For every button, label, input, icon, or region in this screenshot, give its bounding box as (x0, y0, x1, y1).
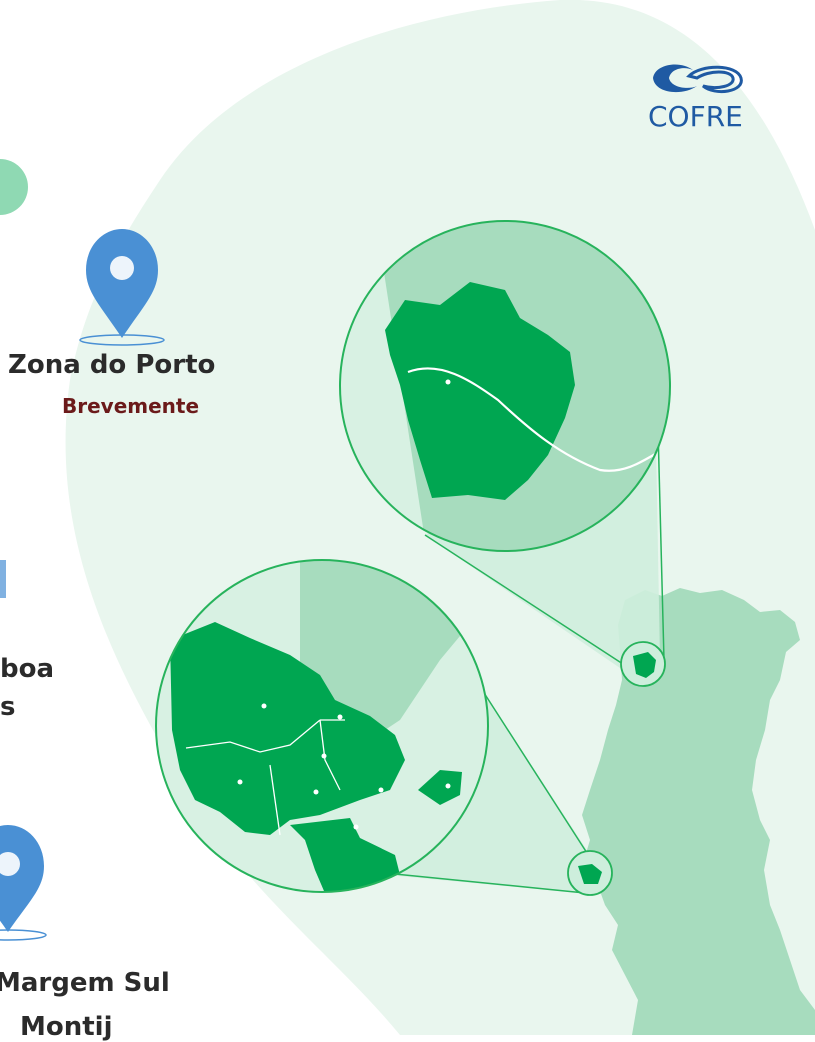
map-pin-icon (0, 825, 47, 941)
location-title-margem-sul: Margem Sul (0, 968, 170, 998)
portugal-map (582, 588, 815, 1035)
location-title-porto: Zona do Porto (8, 350, 216, 380)
porto-zoom-inset (339, 220, 671, 552)
location-status-porto: Brevemente (62, 394, 200, 418)
location-status-lisboa: s (0, 692, 16, 722)
lisbon-zoom-inset (155, 559, 489, 893)
map-pin-icon (79, 229, 165, 346)
location-title-lisboa: boa (0, 654, 55, 684)
partial-pin-fragment (0, 560, 6, 598)
location-status-margem-sul: Montij (20, 1012, 113, 1042)
cofre-logo-mark-icon (653, 64, 743, 94)
logo-text: COFRE (648, 100, 743, 133)
decorative-dot (0, 159, 28, 215)
cofre-logo: COFRE (645, 56, 765, 136)
